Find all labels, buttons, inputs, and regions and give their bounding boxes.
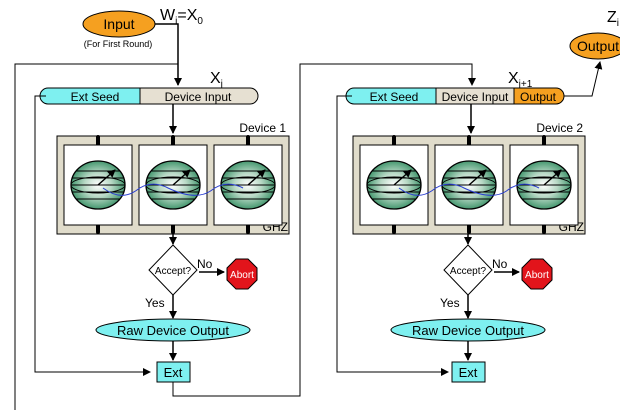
decision-yes-2: Yes — [440, 296, 460, 310]
decision-yes-1: Yes — [145, 296, 165, 310]
device-input-label-2: Device Input — [442, 90, 509, 104]
decision-label-2: Accept? — [450, 266, 487, 277]
raw-output-1: Raw Device Output — [95, 318, 251, 342]
state-arrow-icon — [393, 169, 412, 186]
input-bar-2: Ext Seed Device Input Output — [345, 87, 565, 105]
state-arrow-icon — [468, 169, 487, 186]
decision-2: Accept? No Yes — [440, 244, 508, 310]
qubit-panel-1-2 — [138, 135, 208, 234]
ext-box-1: Ext — [156, 361, 191, 383]
entanglement-link — [398, 183, 540, 196]
state-arrow-icon — [543, 169, 562, 186]
output-label-2: Output — [520, 90, 557, 104]
seed-line-2 — [336, 95, 449, 376]
raw-output-label-1: Raw Device Output — [117, 323, 229, 338]
sphere-equator — [70, 176, 126, 194]
ext-label-2: Ext — [459, 365, 478, 380]
abort-label-1: Abort — [230, 270, 254, 281]
entanglement-link — [102, 183, 244, 196]
decision-no-1: No — [197, 257, 213, 271]
device-input-label-1: Device Input — [165, 90, 232, 104]
qubit-panel-2-2 — [434, 135, 504, 234]
device-title-1: Device 1 — [239, 121, 286, 135]
input-node: Input — [82, 10, 156, 38]
input-arrow — [155, 23, 182, 86]
input-label: Input — [103, 16, 134, 32]
output-top-label: Zi — [607, 9, 619, 29]
output-line — [564, 61, 603, 97]
init-formula: Wi=X0 — [160, 7, 203, 27]
ext-seed-label-1: Ext Seed — [71, 90, 120, 104]
feedback-loop-1 — [14, 63, 178, 410]
input-bar-1: Ext Seed Device Input — [39, 87, 259, 105]
qubit-group-2 — [359, 135, 579, 234]
ext-label-1: Ext — [164, 365, 183, 380]
output-node: Output Zi — [569, 9, 620, 60]
x-label-1: Xj — [210, 70, 223, 90]
sphere-equator — [366, 176, 422, 194]
abort-sign-1: Abort — [226, 258, 258, 290]
qubit-panel-1-1 — [63, 135, 133, 234]
qubit-group-1 — [63, 135, 283, 234]
state-arrow-icon — [172, 169, 191, 186]
device-title-2: Device 2 — [536, 121, 583, 135]
decision-label-1: Accept? — [155, 266, 192, 277]
state-arrow-icon — [97, 169, 116, 186]
input-note: (For First Round) — [84, 39, 153, 49]
raw-output-2: Raw Device Output — [390, 318, 546, 342]
init-lhs: Wi=X0 — [160, 7, 203, 27]
qubit-panel-1-3 — [213, 135, 283, 234]
ext-seed-label-2: Ext Seed — [370, 90, 419, 104]
decision-no-2: No — [492, 257, 508, 271]
output-node-label: Output — [577, 38, 619, 54]
raw-output-label-2: Raw Device Output — [412, 323, 524, 338]
abort-sign-2: Abort — [521, 258, 553, 290]
round-link — [172, 63, 476, 397]
state-arrow-icon — [247, 169, 266, 186]
ext-box-2: Ext — [451, 361, 486, 383]
abort-label-2: Abort — [525, 270, 549, 281]
qubit-panel-2-1 — [359, 135, 429, 234]
x-label-2: Xj+1 — [508, 70, 533, 90]
seed-line-1 — [34, 95, 151, 376]
decision-1: Accept? No Yes — [145, 244, 213, 310]
